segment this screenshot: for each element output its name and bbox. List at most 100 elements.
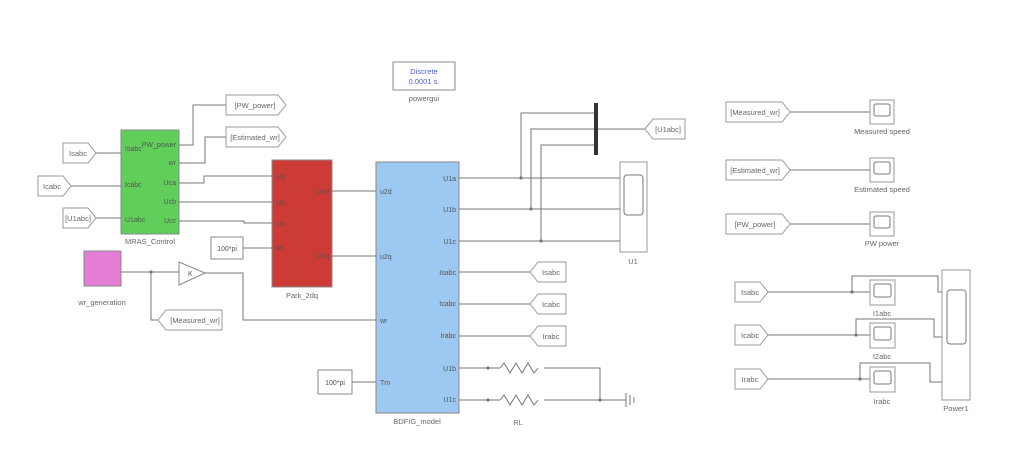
- svg-text:[Measured_wr]: [Measured_wr]: [170, 316, 220, 325]
- bdfig-input-label: u2d: [380, 189, 392, 196]
- bdfig-output-label: U1a: [443, 176, 456, 183]
- powergui-caption: powergui: [409, 94, 440, 103]
- mras-output-label: wr: [168, 160, 177, 167]
- bdfig-output-label: Isabc: [439, 270, 456, 277]
- gain-block[interactable]: K: [178, 261, 207, 286]
- wire-junction: [486, 398, 490, 402]
- wire: [150, 272, 158, 321]
- svg-text:100*pi: 100*pi: [217, 246, 237, 253]
- goto-tag-isabc[interactable]: Isabc: [529, 261, 567, 283]
- park-2dq-block[interactable]: Ua Ub Uc wt U1d U1q Park_2dq: [271, 159, 333, 300]
- rl-load[interactable]: RL: [459, 362, 635, 427]
- scope-measured-speed[interactable]: Measured speed: [854, 99, 910, 136]
- bdfig-output-label: U1c: [444, 397, 457, 404]
- mras-input-label: U1abc: [125, 217, 146, 224]
- wire: [179, 220, 272, 224]
- wire: [179, 136, 226, 164]
- from-tag-icabc-right[interactable]: Icabc: [734, 324, 769, 346]
- wire: [859, 362, 942, 383]
- svg-text:Icabc: Icabc: [542, 300, 560, 309]
- from-tag-icabc[interactable]: Icabc: [37, 175, 72, 197]
- powergui-step-text: 0.0001 s.: [409, 77, 440, 86]
- park-caption: Park_2dq: [286, 291, 318, 300]
- scope-estimated-speed[interactable]: Estimated speed: [854, 157, 910, 194]
- from-tag-pw-power[interactable]: [PW_power]: [725, 213, 791, 235]
- scope-i2abc[interactable]: I2abc: [869, 322, 896, 361]
- svg-text:[U1abc]: [U1abc]: [655, 125, 681, 134]
- bdfig-output-label: Irabc: [440, 333, 456, 340]
- svg-text:[Estimated_wr]: [Estimated_wr]: [230, 133, 280, 142]
- mras-input-label: Isabc: [125, 146, 142, 153]
- bdfig-caption: BDFIG_model: [393, 417, 441, 426]
- wr-generation-caption: wr_generation: [77, 298, 126, 307]
- scope-power1[interactable]: Power1: [941, 269, 971, 413]
- from-tag-u1abc[interactable]: [U1abc]: [62, 207, 97, 229]
- wire-junction: [858, 377, 862, 381]
- scope-u1[interactable]: U1: [619, 161, 648, 266]
- wire-junction: [486, 366, 490, 370]
- svg-text:Estimated speed: Estimated speed: [854, 185, 910, 194]
- bdfig-output-label: U1b: [443, 207, 456, 214]
- wire: [540, 144, 594, 241]
- powergui-block[interactable]: Discrete 0.0001 s. powergui: [392, 61, 456, 103]
- svg-text:Isabc: Isabc: [69, 149, 87, 158]
- bdfig-input-label: u2q: [380, 254, 392, 261]
- mras-output-label: Uca: [164, 180, 177, 187]
- goto-tag-measured-wr[interactable]: [Measured_wr]: [157, 309, 223, 331]
- svg-text:[U1abc]: [U1abc]: [65, 214, 91, 223]
- goto-tag-estimated-wr[interactable]: [Estimated_wr]: [225, 126, 287, 148]
- mras-control-block[interactable]: Isabc Icabc U1abc PW_power wr Uca Ucb Uc…: [120, 129, 180, 246]
- svg-text:Irabc: Irabc: [742, 375, 759, 384]
- scope-pw-power[interactable]: PW power: [865, 211, 900, 248]
- svg-text:Isabc: Isabc: [741, 288, 759, 297]
- constant-block-omega[interactable]: 100*pi: [210, 236, 244, 260]
- wire: [205, 272, 376, 321]
- wire-junction: [539, 239, 543, 243]
- svg-text:[Estimated_wr]: [Estimated_wr]: [730, 166, 780, 175]
- from-tag-isabc[interactable]: Isabc: [62, 142, 97, 164]
- mras-output-label: Ucc: [164, 218, 177, 225]
- bdfig-model-block[interactable]: u2d u2q wr Tm U1a U1b U1c Isabc Icabc Ir…: [375, 161, 460, 426]
- mras-input-label: Icabc: [125, 182, 142, 189]
- bdfig-input-label: Tm: [380, 380, 390, 387]
- scope-irabc[interactable]: Irabc: [869, 366, 896, 406]
- scope-i1abc[interactable]: I1abc: [869, 279, 896, 318]
- from-tag-isabc-right[interactable]: Isabc: [734, 281, 769, 303]
- svg-text:Isabc: Isabc: [542, 268, 560, 277]
- bdfig-output-label: U1c: [444, 239, 457, 246]
- from-tag-irabc-right[interactable]: Irabc: [734, 368, 769, 390]
- rl-load-caption: RL: [513, 418, 523, 427]
- bdfig-output-label: U1b: [443, 366, 456, 373]
- constant-block-tm[interactable]: 100*pi: [317, 369, 353, 395]
- park-output-label: U1d: [316, 189, 329, 196]
- goto-tag-icabc[interactable]: Icabc: [529, 293, 567, 315]
- park-input-label: Uc: [276, 221, 285, 228]
- svg-text:I2abc: I2abc: [873, 352, 892, 361]
- wire-junction: [519, 176, 523, 180]
- powergui-mode-text: Discrete: [410, 67, 438, 76]
- from-tag-measured-wr[interactable]: [Measured_wr]: [725, 101, 791, 123]
- resistor: [499, 394, 539, 406]
- bdfig-input-label: wr: [379, 318, 388, 325]
- svg-text:Irabc: Irabc: [543, 332, 560, 341]
- wire: [179, 175, 272, 184]
- from-tag-estimated-wr[interactable]: [Estimated_wr]: [725, 159, 791, 181]
- wire: [530, 128, 594, 209]
- wire: [179, 104, 226, 146]
- mux-bar[interactable]: [594, 103, 598, 155]
- svg-text:Power1: Power1: [943, 404, 968, 413]
- goto-tag-irabc[interactable]: Irabc: [529, 325, 567, 347]
- goto-tag-pw-power[interactable]: [PW_power]: [225, 94, 287, 116]
- svg-text:U1: U1: [628, 257, 638, 266]
- wire-junction: [854, 333, 858, 337]
- wire: [520, 112, 594, 178]
- bdfig-output-label: Icabc: [439, 301, 456, 308]
- svg-text:[Measured_wr]: [Measured_wr]: [730, 108, 780, 117]
- svg-text:PW power: PW power: [865, 239, 900, 248]
- svg-text:K: K: [188, 271, 193, 278]
- wire: [544, 367, 601, 400]
- wr-generation-block[interactable]: wr_generation: [77, 250, 126, 307]
- ground-icon: [625, 393, 635, 407]
- goto-tag-u1abc[interactable]: [U1abc]: [644, 118, 686, 140]
